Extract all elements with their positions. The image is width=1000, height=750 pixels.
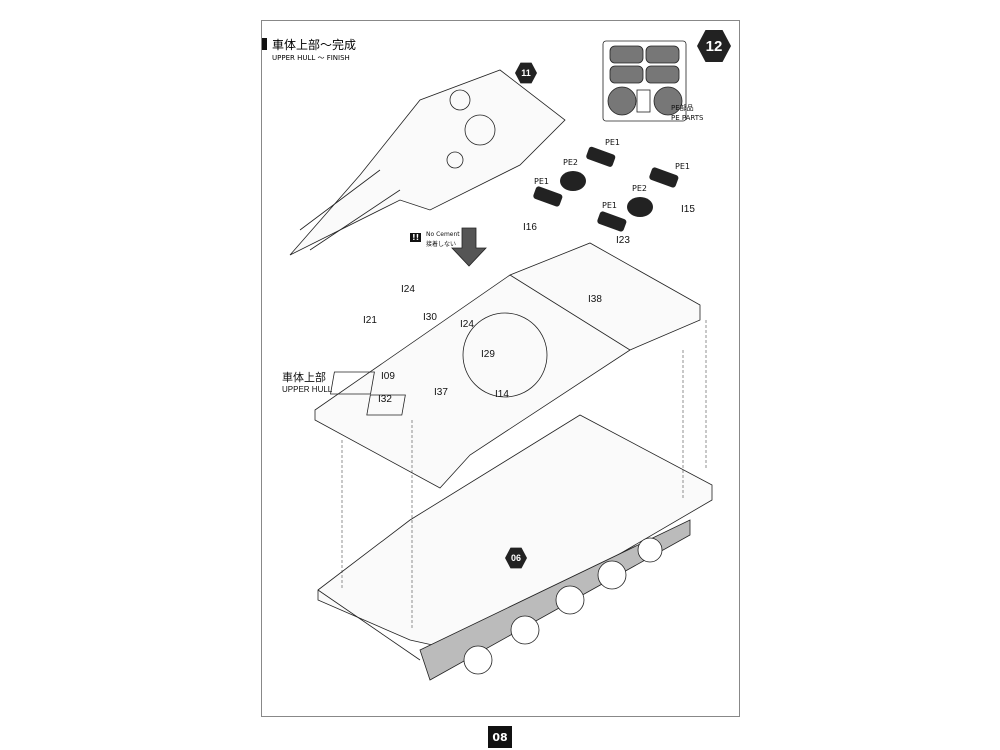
part-label: I30 [423,312,437,323]
part-label: I15 [681,204,695,215]
part-label: PE2 [632,184,647,193]
part-label: PE1 [534,177,549,186]
page-number: 08 [488,726,512,748]
part-label: I23 [616,235,630,246]
part-label: PE1 [675,162,690,171]
section-label-en: UPPER HULL [282,385,333,394]
page-frame [261,20,740,717]
part-label: I24 [460,319,474,330]
pe-sheet [602,40,687,122]
part-label: I24 [401,284,415,295]
part-label: I16 [523,222,537,233]
step-number-badge: 12 [697,30,731,62]
warning-icon: !! [410,233,422,242]
pe-label-en: PE PARTS [671,114,704,122]
part-label: I14 [495,389,509,400]
part-label: PE2 [563,158,578,167]
part-label: I29 [481,349,495,360]
pe-grilles [607,45,683,116]
part-label: PE1 [602,201,617,210]
ref-step-06-badge: 06 [505,547,527,569]
part-label: I37 [434,387,448,398]
step-subtitle: UPPER HULL ～ FINISH [272,54,350,62]
part-label: I32 [378,394,392,405]
section-label-jp: 車体上部 [282,372,326,384]
part-label: I38 [588,294,602,305]
ref-step-11-badge: 11 [515,62,537,84]
step-title: 車体上部～完成 [262,36,356,53]
part-label: PE1 [605,138,620,147]
part-label: I21 [363,315,377,326]
no-cement-en: No Cement [426,231,460,238]
pe-label-jp: PE部品 [671,104,694,112]
part-label: I09 [381,371,395,382]
no-cement-jp: 接着しない [426,241,457,248]
title-jp: 車体上部～完成 [272,38,357,52]
